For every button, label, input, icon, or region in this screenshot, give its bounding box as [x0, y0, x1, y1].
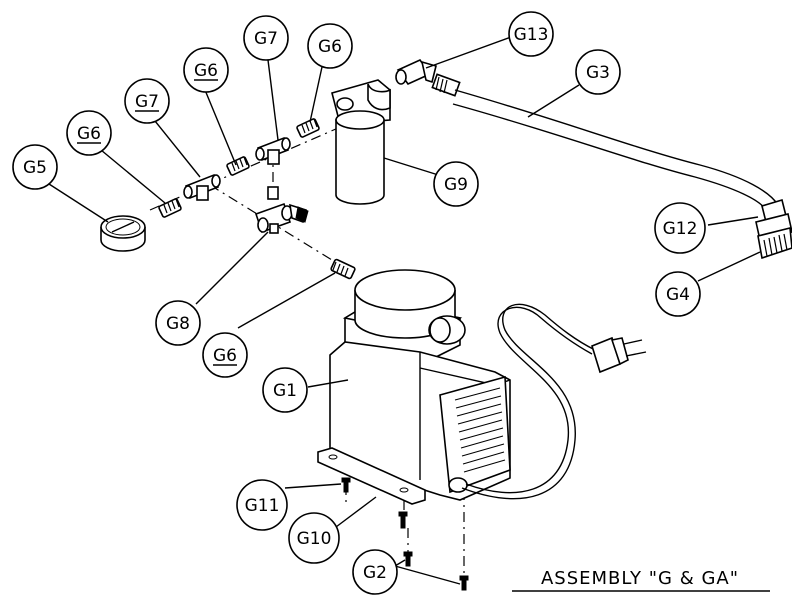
svg-text:G7: G7: [135, 92, 159, 112]
callout-g8: G8: [155, 300, 201, 346]
svg-text:G6: G6: [194, 61, 218, 81]
svg-text:G6: G6: [213, 346, 237, 366]
callout-g7-top: G7: [243, 15, 289, 61]
callout-g4: G4: [655, 271, 701, 317]
callout-g12: G12: [654, 202, 706, 254]
nipple-g6-mid: [226, 156, 250, 176]
tee-fitting-g7-right: [255, 136, 291, 165]
svg-text:G8: G8: [166, 314, 190, 334]
pressure-gauge: [100, 215, 146, 252]
compressor-body: [329, 269, 511, 501]
air-hose: [431, 73, 787, 224]
power-cord: [461, 303, 596, 500]
callout-g9: G9: [433, 161, 479, 207]
nipple-g6-upper: [296, 118, 320, 138]
svg-text:G13: G13: [514, 25, 549, 45]
callout-g6-underlined-left: G6: [66, 110, 112, 156]
base-bracket: [317, 447, 426, 505]
callout-g3: G3: [575, 49, 621, 95]
coupling-nut: [755, 213, 792, 260]
svg-text:G10: G10: [297, 529, 332, 549]
callout-g6-top: G6: [307, 23, 353, 69]
svg-text:G12: G12: [663, 219, 698, 239]
screws: [341, 477, 469, 591]
svg-text:G6: G6: [77, 124, 101, 144]
callout-g1: G1: [262, 367, 308, 413]
power-plug: [591, 336, 647, 374]
svg-text:G9: G9: [444, 175, 468, 195]
callout-g6-underlined-upper: G6: [183, 47, 229, 93]
svg-text:G4: G4: [666, 285, 690, 305]
drain-valve: [254, 186, 309, 234]
svg-text:G7: G7: [254, 29, 278, 49]
leader-lines: [48, 36, 761, 585]
svg-text:G6: G6: [318, 37, 342, 57]
callout-g10: G10: [288, 512, 340, 564]
callout-g2: G2: [352, 549, 398, 595]
tee-fitting-g7-left: [183, 173, 221, 201]
elbow-fitting: [395, 58, 437, 86]
svg-text:ASSEMBLY "G & GA": ASSEMBLY "G & GA": [541, 568, 739, 589]
svg-text:G11: G11: [245, 496, 280, 516]
svg-text:G2: G2: [363, 563, 387, 583]
filter-bowl: [331, 79, 391, 205]
callout-g5: G5: [12, 144, 58, 190]
nipple-g6-lower: [330, 258, 356, 280]
assembly-title: ASSEMBLY "G & GA": [512, 568, 770, 592]
callout-g13: G13: [508, 11, 554, 57]
svg-text:G5: G5: [23, 158, 47, 178]
callout-g6-underlined-lower: G6: [202, 332, 248, 378]
grille-slots: [454, 387, 506, 473]
callout-g7-underlined: G7: [124, 78, 170, 124]
svg-text:G3: G3: [586, 63, 610, 83]
callout-g11: G11: [236, 479, 288, 531]
svg-text:G1: G1: [273, 381, 297, 401]
nipple-g6-left: [158, 198, 182, 218]
